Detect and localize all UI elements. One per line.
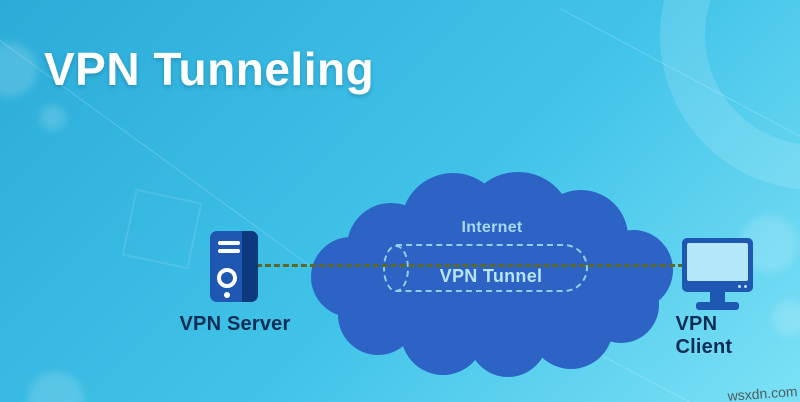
corner-ring-decoration xyxy=(660,0,800,190)
watermark-text: wsxdn.com xyxy=(727,383,798,402)
vpn-client-label: VPN Client xyxy=(675,313,733,358)
vpn-tunnel-label: VPN Tunnel xyxy=(439,266,543,286)
soft-circle-decoration xyxy=(40,105,66,131)
monitor-stand-neck xyxy=(710,292,725,303)
monitor-led-dot xyxy=(744,285,747,288)
internet-label: Internet xyxy=(461,219,523,236)
internet-cloud-icon xyxy=(311,172,673,377)
square-outline-decoration xyxy=(121,188,203,270)
vpn-client-icon xyxy=(682,238,753,312)
server-led-dot xyxy=(224,292,230,298)
monitor-led-dot xyxy=(738,285,741,288)
server-tower-side xyxy=(242,231,258,302)
connection-line xyxy=(256,264,684,267)
monitor-stand-base xyxy=(696,302,739,310)
server-power-ring xyxy=(217,268,237,288)
page-title: VPN Tunneling xyxy=(44,43,375,95)
soft-circle-decoration xyxy=(772,300,800,336)
server-vent-bar xyxy=(218,241,240,245)
server-vent-bar xyxy=(218,249,240,253)
vpn-server-icon xyxy=(210,231,258,302)
vpn-tunnel-cylinder: VPN Tunnel xyxy=(396,244,588,292)
vpn-server-label: VPN Server xyxy=(179,313,291,335)
monitor-screen xyxy=(687,243,748,281)
soft-circle-decoration xyxy=(0,42,37,97)
soft-circle-decoration xyxy=(28,372,84,402)
